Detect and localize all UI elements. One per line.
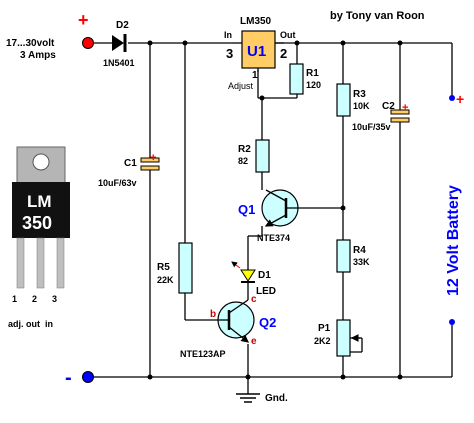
lm350-package: LM 350 1 2 3 adj. out in <box>8 146 70 329</box>
input-minus-terminal <box>82 371 94 383</box>
regulator-ref: U1 <box>247 43 266 60</box>
package-line1: LM <box>27 192 52 211</box>
r3-ref: R3 <box>353 89 366 100</box>
r4-value: 33K <box>353 257 370 267</box>
r5-value: 22K <box>157 275 174 285</box>
r4-ref: R4 <box>353 245 366 256</box>
capacitor-c2: + C2 10uF/35v <box>352 101 410 132</box>
q2-pin-c: c <box>251 294 257 305</box>
p1-ref: P1 <box>318 323 331 334</box>
q1-part: NTE374 <box>257 233 290 243</box>
c2-ref: C2 <box>382 101 395 112</box>
transistor-q2: b c e Q2 NTE123AP <box>180 294 276 359</box>
input-voltage-label: 17...30volt <box>6 38 55 49</box>
led-d1: D1 LED <box>231 261 276 297</box>
c1-value: 10uF/63v <box>98 178 137 188</box>
package-line2: 350 <box>22 213 52 233</box>
package-pin-names: adj. out in <box>8 319 53 329</box>
ground-label: Gnd. <box>265 393 288 404</box>
package-pin-1: 1 <box>12 294 17 304</box>
capacitor-c1: + C1 10uF/63v <box>98 152 160 188</box>
q2-pin-e: e <box>251 336 257 347</box>
r1-value: 120 <box>306 80 321 90</box>
q2-pin-b: b <box>210 309 216 320</box>
r1-ref: R1 <box>306 68 319 79</box>
r3-value: 10K <box>353 101 370 111</box>
r2-ref: R2 <box>238 144 251 155</box>
p1-value: 2K2 <box>314 336 331 346</box>
resistor-r4: R4 33K <box>336 239 370 273</box>
regulator-name: LM350 <box>240 16 272 27</box>
input-plus-sign: + <box>78 10 89 30</box>
resistor-r3: R3 10K <box>336 83 370 117</box>
potentiometer-p1: P1 2K2 <box>314 319 360 357</box>
resistor-r2: R2 82 <box>238 139 270 173</box>
regulator-u1: LM350 U1 In Out 3 2 1 Adjust <box>224 16 296 91</box>
ground-symbol: Gnd. <box>236 393 288 404</box>
battery-output: + 12 Volt Battery <box>445 91 464 325</box>
c2-plus: + <box>402 102 408 114</box>
d1-part: LED <box>256 286 276 297</box>
q2-part: NTE123AP <box>180 349 226 359</box>
c1-ref: C1 <box>124 158 137 169</box>
input-minus-sign: - <box>65 367 72 389</box>
wiring <box>94 42 453 394</box>
input-plus-terminal <box>82 37 94 49</box>
pin-out-label: Out <box>280 30 296 40</box>
transistor-q1: Q1 NTE374 <box>238 189 299 243</box>
q2-ref: Q2 <box>259 315 276 330</box>
resistor-r1: R1 120 <box>289 63 321 95</box>
pin-in-label: In <box>224 30 232 40</box>
pin-adj-num: 1 <box>252 70 258 81</box>
q1-ref: Q1 <box>238 202 255 217</box>
battery-plus-sign: + <box>456 91 464 107</box>
diode-d2: D2 1N5401 <box>103 20 135 68</box>
input-current-label: 3 Amps <box>20 50 56 61</box>
resistor-r5: R5 22K <box>157 242 193 294</box>
pin-adj-label: Adjust <box>228 81 254 91</box>
r5-ref: R5 <box>157 262 170 273</box>
pin-in-num: 3 <box>226 46 233 61</box>
d1-ref: D1 <box>258 270 271 281</box>
d2-ref: D2 <box>116 20 129 31</box>
d2-part: 1N5401 <box>103 58 135 68</box>
c2-value: 10uF/35v <box>352 122 391 132</box>
package-pin-2: 2 <box>32 294 37 304</box>
r2-value: 82 <box>238 156 248 166</box>
credit-text: by Tony van Roon <box>330 10 425 22</box>
battery-label: 12 Volt Battery <box>445 185 462 296</box>
junction-dots <box>147 40 403 380</box>
pin-out-num: 2 <box>280 46 287 61</box>
package-pin-3: 3 <box>52 294 57 304</box>
c1-plus: + <box>150 152 156 164</box>
